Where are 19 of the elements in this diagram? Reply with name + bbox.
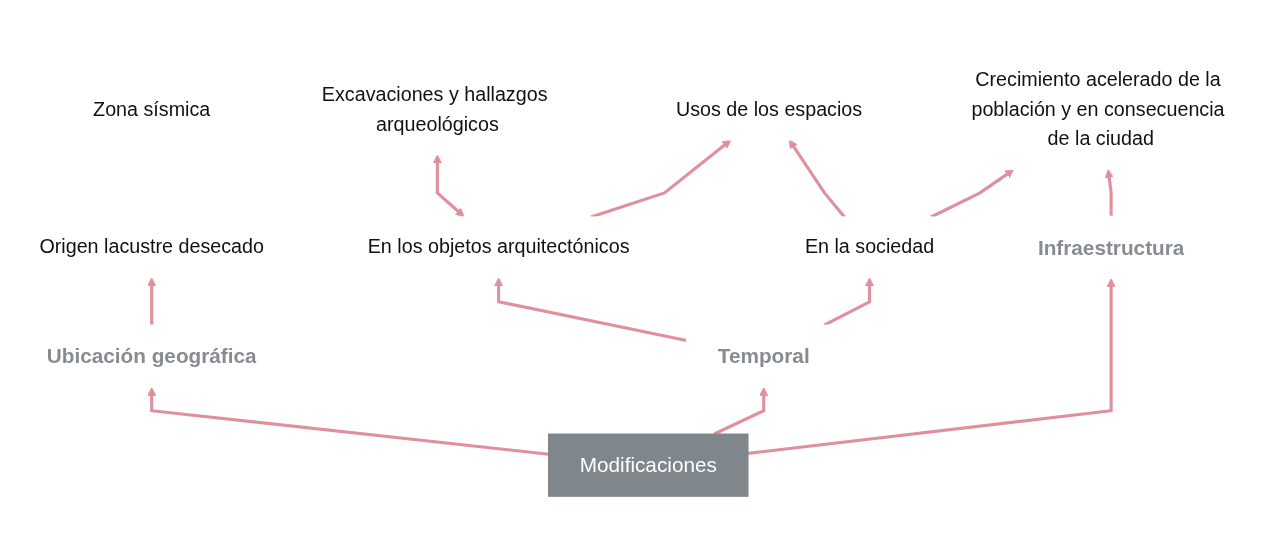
node-text: Ubicación geográfica bbox=[46, 344, 257, 368]
arrow bbox=[494, 277, 687, 342]
node-text: Origen lacustre desecado bbox=[39, 235, 264, 258]
node-text: Crecimiento acelerado de la población y en consecuencia de la ciudad bbox=[971, 68, 1225, 150]
node-text: Zona sísmica bbox=[93, 97, 211, 120]
node-text: Infraestructura bbox=[1037, 235, 1185, 259]
node-text: Temporal bbox=[717, 344, 810, 368]
arrow bbox=[1104, 169, 1114, 217]
arrow bbox=[823, 277, 875, 327]
arrow bbox=[432, 154, 465, 218]
node-text: En los objetos arquitectónicos bbox=[367, 235, 630, 258]
arrow bbox=[713, 386, 769, 436]
arrow bbox=[147, 277, 157, 326]
node-text: Usos de los espacios bbox=[675, 97, 863, 120]
node-box: Modificaciones bbox=[548, 433, 749, 497]
node-text: Excavaciones y hallazgos arqueológicos bbox=[321, 83, 548, 135]
node-text: En la sociedad bbox=[804, 235, 935, 258]
arrow bbox=[788, 139, 846, 218]
arrow bbox=[147, 386, 549, 456]
